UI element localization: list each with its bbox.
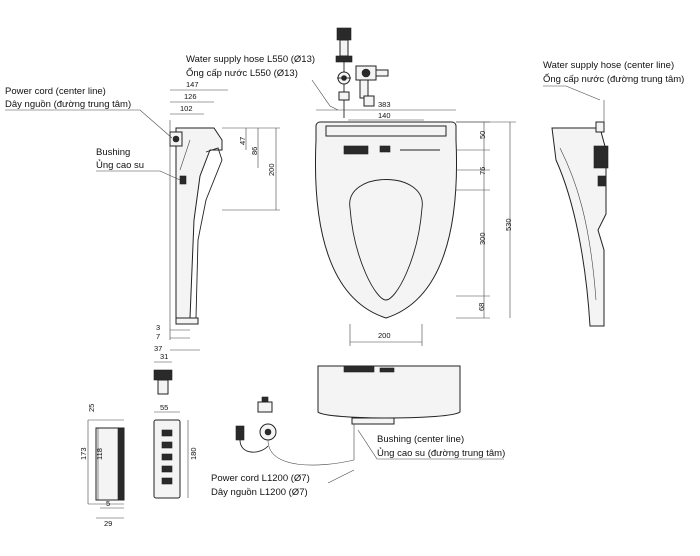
- dim-200-horizontal: 200: [378, 331, 391, 340]
- water-center-label-vi: Ống cấp nước (đường trung tâm): [543, 73, 684, 85]
- power-cord-l1200-label-en: Power cord L1200 (Ø7): [211, 473, 310, 484]
- center-dimensions: 383 140 50 76 300 68 530 200: [316, 100, 516, 346]
- remote-wall-holder-side: 173 118 25 5 29: [79, 404, 125, 528]
- power-cord-center-label-en: Power cord (center line): [5, 86, 106, 97]
- water-valve-fitting: [335, 27, 389, 118]
- remote-top-part: 31: [153, 352, 173, 395]
- dim-173: 173: [79, 447, 88, 460]
- dim-5: 5: [106, 499, 110, 508]
- power-cord-l1200-label-vi: Dây nguồn L1200 (Ø7): [211, 487, 308, 498]
- right-side-view: [551, 100, 609, 327]
- dim-300: 300: [478, 232, 487, 245]
- bushing-center-leader: [357, 429, 504, 460]
- bushing-center-label-vi: Ủng cao su (đường trung tâm): [377, 447, 505, 459]
- remote-control-front: 55 180: [153, 403, 198, 499]
- seat-bottom-view: [317, 365, 461, 460]
- dim-29: 29: [104, 519, 112, 528]
- dim-55: 55: [160, 403, 168, 412]
- left-dimensions: 147 126 102 47 86 200 3 7 37: [154, 80, 280, 353]
- dim-3: 3: [156, 323, 160, 332]
- power-plug: [235, 396, 355, 466]
- dim-530: 530: [504, 218, 513, 231]
- dim-25: 25: [87, 404, 96, 412]
- power-cord-l1200-leader: [327, 469, 355, 484]
- bushing-label-vi: Ủng cao su: [96, 159, 144, 171]
- dim-118: 118: [95, 448, 104, 460]
- dim-140: 140: [378, 111, 391, 120]
- dim-37: 37: [154, 344, 162, 353]
- power-cord-leader: [5, 109, 173, 139]
- dim-76: 76: [478, 167, 487, 175]
- power-cord-center-label-vi: Dây nguồn (đường trung tâm): [5, 99, 131, 110]
- dim-102: 102: [180, 104, 193, 113]
- bushing-label-en: Bushing: [96, 147, 130, 158]
- dim-147: 147: [186, 80, 199, 89]
- dim-180: 180: [189, 447, 198, 460]
- dim-7: 7: [156, 332, 160, 341]
- water-hose-label-en: Water supply hose L550 (Ø13): [186, 54, 315, 65]
- bushing-center-label-en: Bushing (center line): [377, 434, 464, 445]
- water-hose-leader: [311, 79, 339, 111]
- dim-383: 383: [378, 100, 391, 109]
- water-center-leader: [543, 85, 601, 101]
- water-hose-label-vi: Ống cấp nước L550 (Ø13): [186, 67, 298, 79]
- dim-31: 31: [160, 352, 168, 361]
- dim-50: 50: [478, 131, 487, 139]
- dim-200-vertical: 200: [267, 163, 276, 176]
- dim-86: 86: [250, 147, 259, 155]
- dim-68: 68: [477, 303, 486, 311]
- dim-47: 47: [238, 137, 247, 145]
- bushing-leader: [96, 170, 181, 181]
- dim-126: 126: [184, 92, 197, 101]
- left-side-view: [169, 120, 223, 340]
- water-center-label-en: Water supply hose (center line): [543, 60, 674, 71]
- seat-top-view: [314, 121, 458, 319]
